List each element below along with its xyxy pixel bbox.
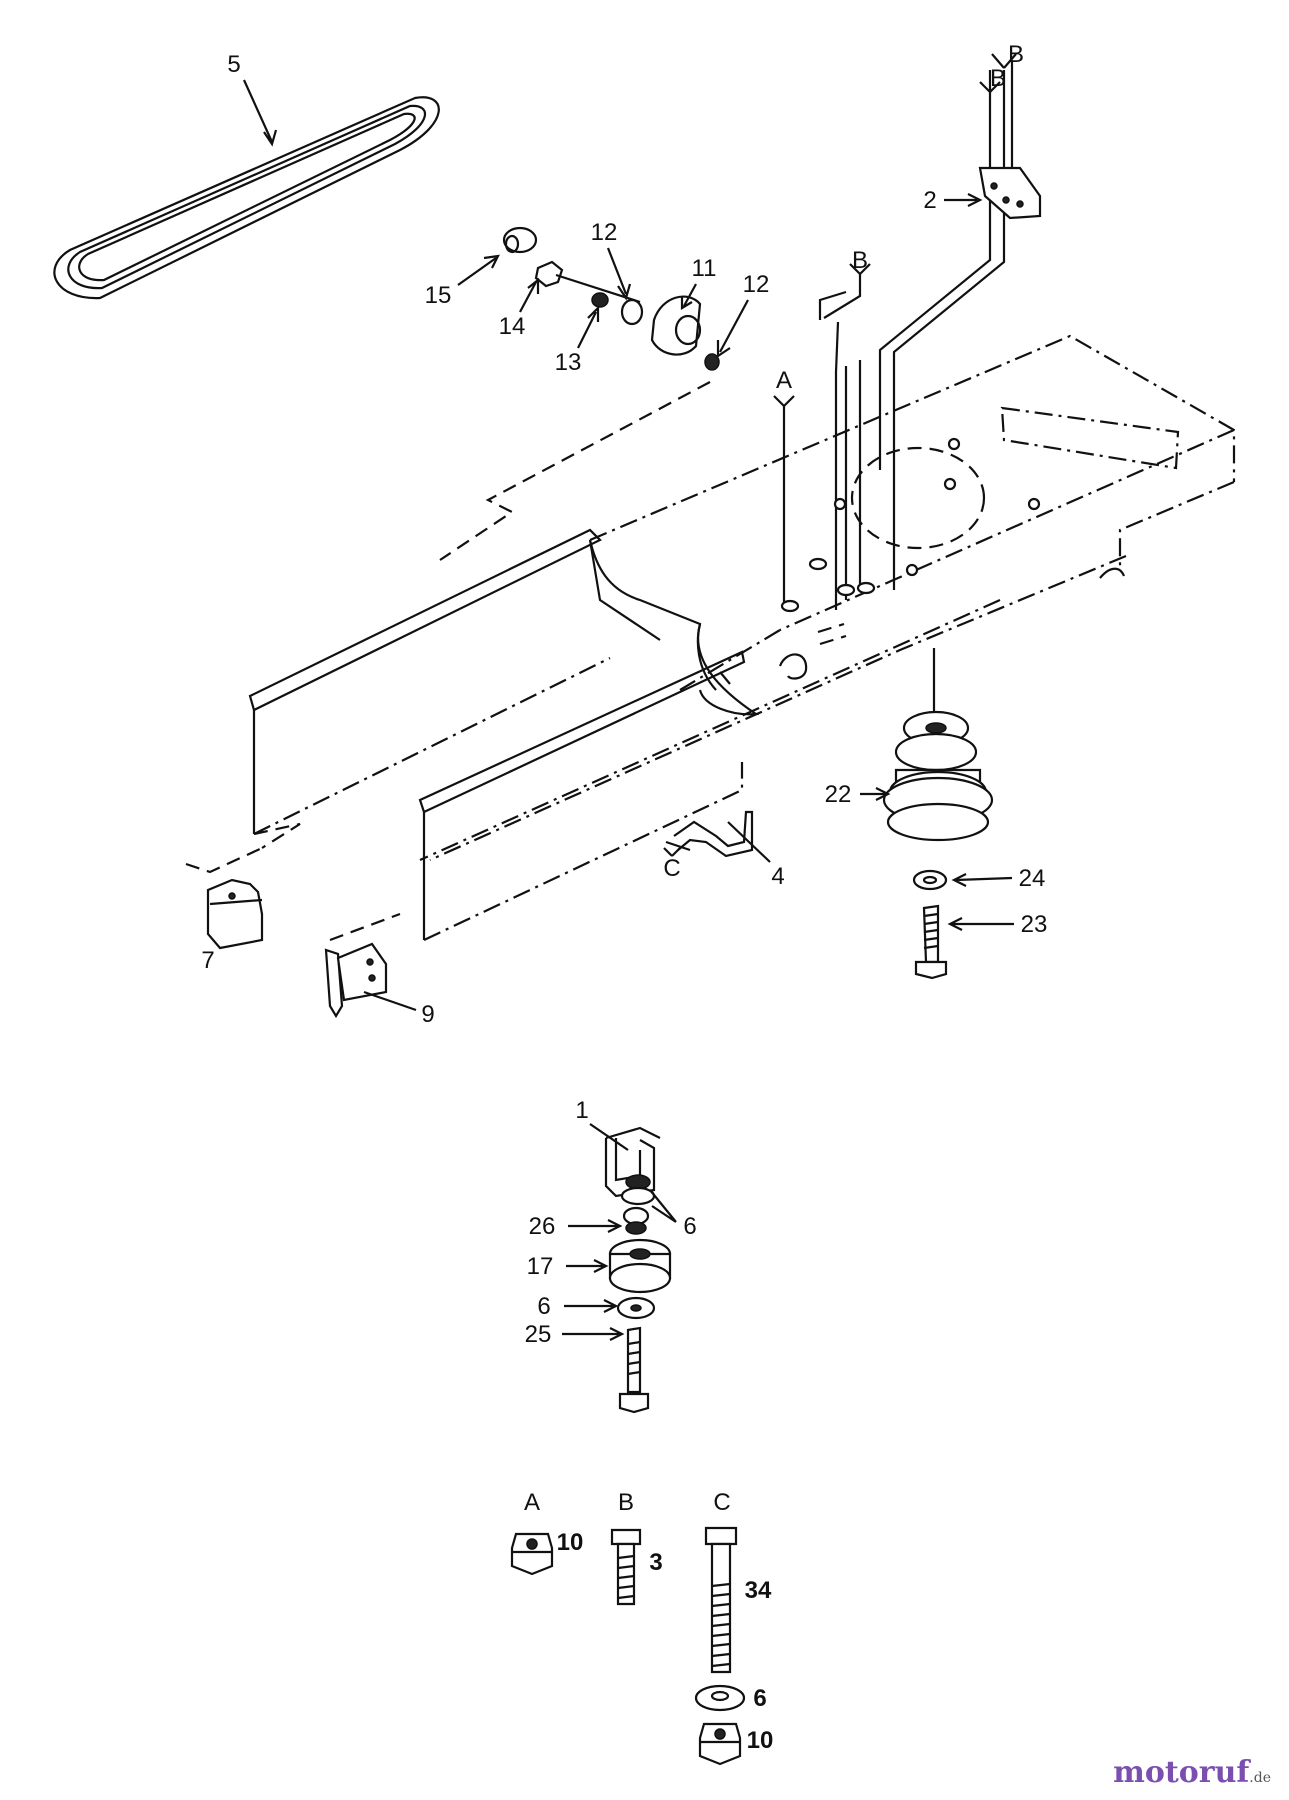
callout-13: 13	[555, 349, 582, 376]
bolt-23	[914, 904, 948, 980]
callout-9: 9	[421, 1001, 434, 1028]
callout-12-right: 12	[743, 271, 770, 298]
callout-14: 14	[499, 313, 526, 340]
idler-hardware-group	[502, 226, 720, 371]
drive-belt	[53, 96, 440, 300]
callout-4: 4	[771, 863, 784, 890]
bolt-c	[704, 1526, 738, 1674]
bracket-9	[324, 942, 388, 1019]
callout-11: 11	[692, 255, 717, 282]
frame-side-panels	[185, 381, 746, 942]
callout-10-c: 10	[747, 1727, 774, 1754]
callout-17: 17	[527, 1253, 554, 1280]
callout-6-legend: 6	[753, 1685, 766, 1712]
frame-outline	[419, 334, 1236, 862]
engine-pulley-22	[882, 648, 994, 842]
callout-22: 22	[825, 781, 852, 808]
legend-label-a: A	[524, 1489, 540, 1516]
hardware-legend: A B C 10 3 34 6 10	[510, 1489, 774, 1766]
callout-6-lower: 6	[537, 1293, 550, 1320]
ref-c-1: C	[663, 855, 680, 882]
callout-26: 26	[529, 1213, 556, 1240]
ref-b-3: B	[852, 247, 868, 274]
idler-stack	[608, 1174, 672, 1414]
washer-24	[912, 869, 948, 891]
legend-label-b: B	[618, 1489, 634, 1516]
callout-12-upper: 12	[591, 219, 618, 246]
callout-2: 2	[923, 187, 936, 214]
spring-rod-4	[665, 810, 754, 858]
callout-25: 25	[525, 1321, 552, 1348]
ref-b-2: B	[990, 65, 1006, 92]
clip-7	[206, 878, 264, 950]
callout-15: 15	[425, 282, 452, 309]
callout-6-upper: 6	[683, 1213, 696, 1240]
watermark-text: motoruf	[1113, 1755, 1250, 1790]
locknut-a	[510, 1532, 554, 1576]
callout-23: 23	[1021, 911, 1048, 938]
ref-a-1: A	[776, 367, 792, 394]
callout-5: 5	[227, 51, 240, 78]
callout-1: 1	[575, 1097, 588, 1124]
legend-label-c: C	[713, 1489, 730, 1516]
callout-34: 34	[745, 1577, 772, 1604]
washer-c	[694, 1684, 746, 1712]
control-rod-assembly	[818, 60, 1042, 610]
locknut-c	[698, 1722, 742, 1766]
watermark-logo: motoruf.de	[1113, 1755, 1271, 1790]
callout-24: 24	[1019, 865, 1046, 892]
callout-10-a: 10	[557, 1529, 584, 1556]
watermark-suffix: .de	[1249, 1770, 1271, 1786]
callout-3: 3	[649, 1549, 662, 1576]
callout-7: 7	[201, 947, 214, 974]
bolt-b	[610, 1528, 642, 1606]
